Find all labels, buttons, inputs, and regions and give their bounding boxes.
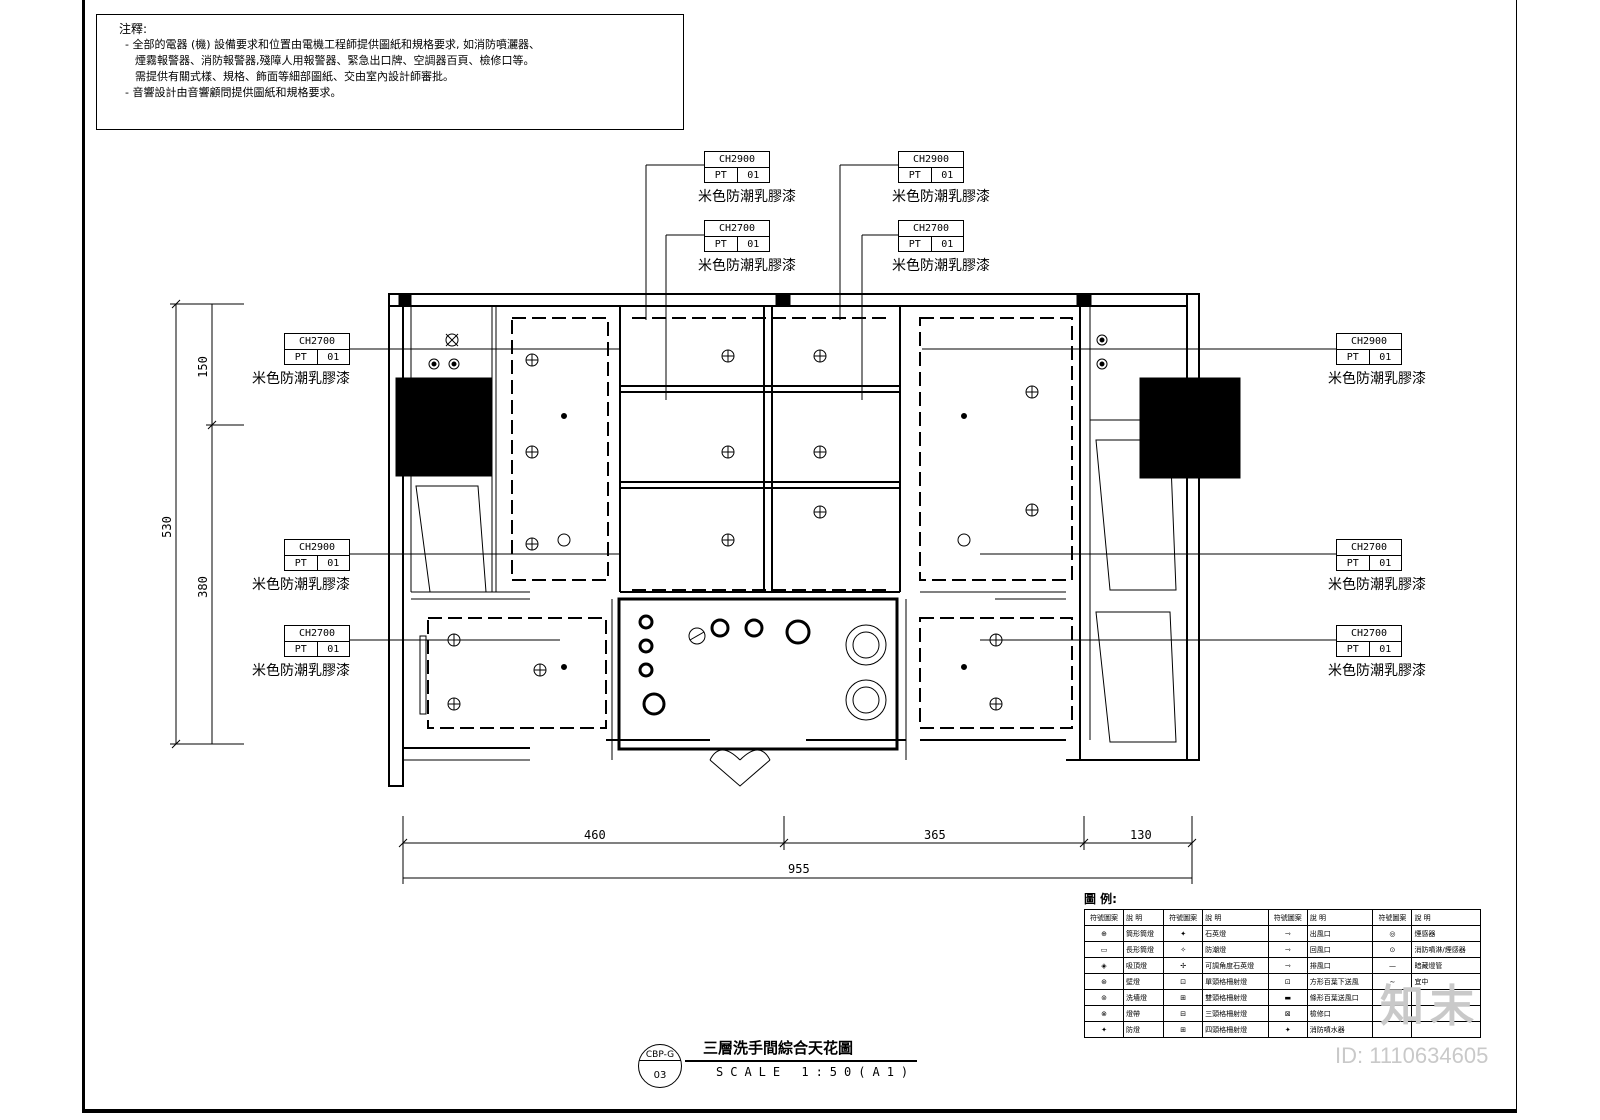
pillar-right: [1139, 377, 1241, 479]
legend-row: ✦防燈⊞四頭格柵射燈✦消防噴水器: [1084, 1021, 1481, 1038]
dim-label: 150: [195, 356, 210, 378]
finish-tag-label: 米色防潮乳膠漆: [892, 189, 990, 205]
finish-tag-label: 米色防潮乳膠漆: [252, 577, 350, 593]
drawing-scale: SCALE 1:50(A1): [716, 1065, 916, 1079]
brand-id: ID: 1110634605: [1335, 1043, 1489, 1068]
dim-label: 380: [195, 576, 210, 598]
drawing-frame: [82, 0, 1517, 1113]
drawing-title: 三層洗手間綜合天花圖: [703, 1039, 854, 1057]
finish-tag-label: 米色防潮乳膠漆: [1328, 663, 1426, 679]
column: [1076, 293, 1092, 307]
notes-line: - 全部的電器 (機) 設備要求和位置由電機工程師提供圖紙和規格要求, 如消防噴…: [125, 38, 541, 51]
legend-table: 符號圖案說 明 符號圖案說 明 符號圖案說 明 符號圖案說 明 ⊕筒形筒燈✦石英…: [1084, 909, 1481, 1038]
bottom-dimension: [398, 816, 1197, 884]
finish-tag-label: 米色防潮乳膠漆: [892, 258, 990, 274]
finish-tag-label: 米色防潮乳膠漆: [1328, 371, 1426, 387]
left-wall: [388, 293, 404, 787]
notes-line: - 音響設計由音響顧問提供圖紙和規格要求。: [125, 86, 342, 99]
dim-label: 130: [1130, 828, 1152, 842]
dim-label: 365: [924, 828, 946, 842]
finish-tag-label: 米色防潮乳膠漆: [698, 189, 796, 205]
column: [775, 293, 791, 307]
title-underline: [685, 1060, 917, 1062]
center-room: [617, 597, 899, 751]
light-fixtures: [428, 333, 1108, 711]
legend-row: ⊗燈帶⊟三頭格柵射燈⊠檢修口: [1084, 1005, 1481, 1022]
notes-title: 注釋:: [119, 22, 148, 36]
legend-title: 圖 例:: [1084, 892, 1117, 906]
brand-logo: 知末: [1380, 981, 1480, 1032]
notes-line: 需提供有關式樣、規格、飾面等細部圖紙、交由室內設計師審批。: [135, 70, 454, 83]
column: [398, 293, 412, 307]
notes-line: 煙霧報警器、消防報警器,殘障人用報警器、緊急出口牌、空調器百頁、檢修口等。: [135, 54, 535, 67]
legend-row: ▭長形筒燈✧防潮燈⇾回風口⊙消防噴淋/煙感器: [1084, 941, 1481, 958]
dim-label: 530: [159, 516, 174, 538]
notes-box: 注釋: - 全部的電器 (機) 設備要求和位置由電機工程師提供圖紙和規格要求, …: [96, 14, 684, 130]
dim-label: 955: [788, 862, 810, 876]
dim-label: 460: [584, 828, 606, 842]
finish-tag-label: 米色防潮乳膠漆: [252, 663, 350, 679]
right-wall: [1186, 293, 1200, 761]
finish-tag-label: 米色防潮乳膠漆: [252, 371, 350, 387]
drawing-ref-bubble: CBP-G 03: [638, 1044, 682, 1088]
legend-header: 符號圖案說 明 符號圖案說 明 符號圖案說 明 符號圖案說 明: [1084, 909, 1481, 926]
legend-row: ⊕筒形筒燈✦石英燈⇾出風口◎煙感器: [1084, 925, 1481, 942]
finish-tag-label: 米色防潮乳膠漆: [698, 258, 796, 274]
finish-tag-label: 米色防潮乳膠漆: [1328, 577, 1426, 593]
legend: 圖 例: 符號圖案說 明 符號圖案說 明 符號圖案說 明 符號圖案說 明 ⊕筒形…: [1084, 890, 1481, 1038]
left-dimension: [170, 299, 244, 749]
pillar-left: [395, 377, 493, 477]
